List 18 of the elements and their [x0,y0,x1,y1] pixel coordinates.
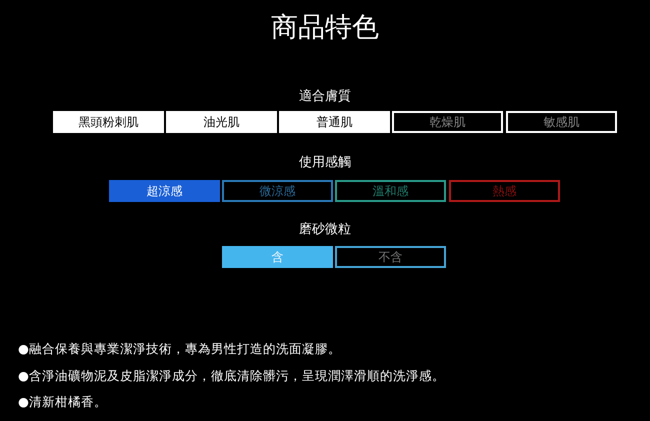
option-box: 超涼感 [109,180,220,202]
option-box: 不含 [335,246,446,268]
bullet-text: ●含淨油礦物泥及皮脂潔淨成分，徹底清除髒污，呈現潤澤滑順的洗淨感。 [18,367,445,385]
bullet-text: ●清新柑橘香。 [18,393,107,411]
section-heading: 適合膚質 [298,88,352,106]
option-box: 微涼感 [222,180,333,202]
section-heading: 使用感觸 [298,154,352,172]
option-box: 敏感肌 [506,111,617,133]
option-box: 黑頭粉刺肌 [53,111,164,133]
option-box: 熱感 [449,180,560,202]
option-box: 含 [222,246,333,268]
title: 商品特色 [270,11,380,45]
option-box: 油光肌 [166,111,277,133]
section-heading: 磨砂微粒 [298,221,352,239]
option-box: 溫和感 [335,180,446,202]
option-box: 乾燥肌 [392,111,503,133]
option-box: 普通肌 [279,111,390,133]
bullet-text: ●融合保養與專業潔淨技術，專為男性打造的洗面凝膠。 [18,340,341,358]
